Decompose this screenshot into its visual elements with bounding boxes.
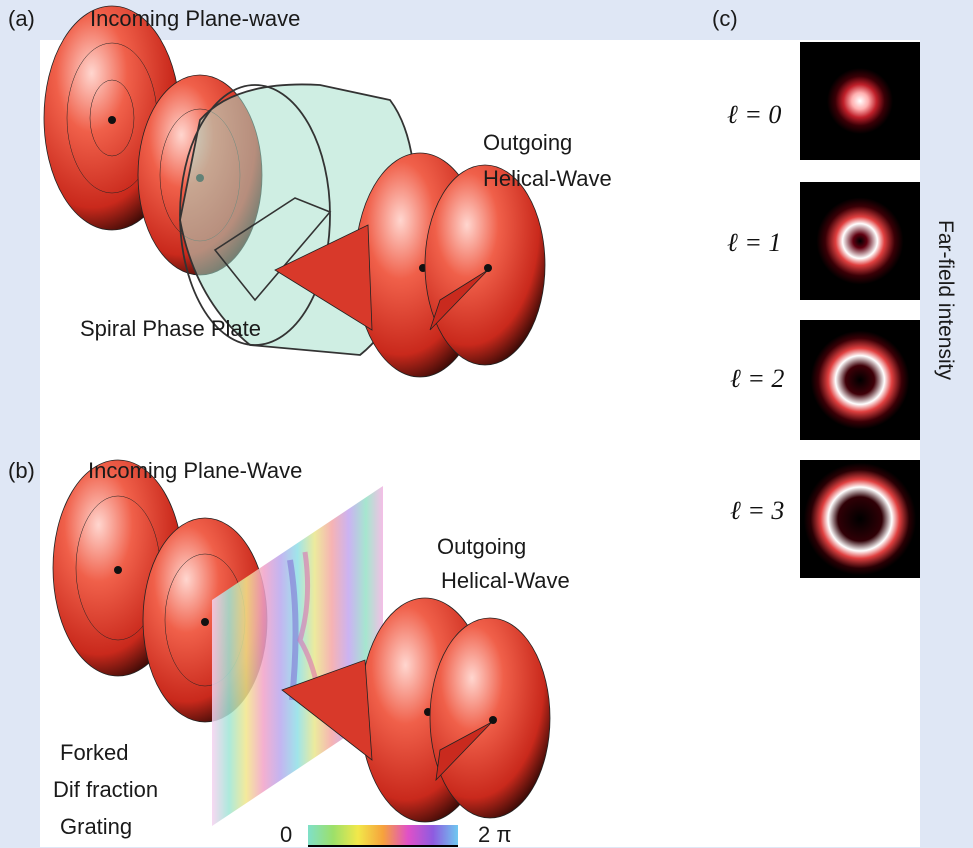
forked-grating: [212, 486, 383, 826]
panel-c-tag: (c): [712, 6, 738, 31]
panel-a-incoming-label: Incoming Plane-wave: [90, 6, 301, 31]
panel-a-tag: (a): [8, 6, 35, 31]
panel-b-tag: (b): [8, 458, 35, 483]
far-field-tile-1: [800, 182, 920, 300]
panel-b-device-label-2: Dif fraction: [53, 777, 159, 802]
far-field-tile-3: [800, 460, 920, 578]
panel-b-incoming-label: Incoming Plane-Wave: [88, 458, 303, 483]
panel-a-device-label: Spiral Phase Plate: [80, 316, 261, 341]
mode-label-3: ℓ = 3: [730, 496, 785, 525]
far-field-tile-2: [800, 320, 920, 440]
mode-label-2: ℓ = 2: [730, 364, 785, 393]
panel-b-outgoing-label-1: Outgoing: [437, 534, 527, 559]
helical-wave-b2: [429, 617, 551, 819]
colorbar-min-label: 0: [280, 822, 293, 847]
panel-a-outgoing-label-1: Outgoing: [483, 130, 573, 155]
panel-a-outgoing-label-2: Helical-Wave: [483, 166, 612, 191]
helical-wave-a2: [424, 164, 546, 366]
panel-b-device-label-1: Forked: [60, 740, 129, 765]
phase-colorbar: [308, 825, 458, 847]
far-field-tile-0: [800, 42, 920, 160]
mode-label-0: ℓ = 0: [727, 100, 782, 129]
panel-b-outgoing-label-2: Helical-Wave: [441, 568, 570, 593]
colorbar-max-label: 2 π: [478, 822, 512, 847]
panel-b-device-label-3: Grating: [60, 814, 133, 839]
far-field-intensity-label: Far-field intensity: [934, 220, 957, 380]
mode-label-1: ℓ = 1: [727, 228, 782, 257]
